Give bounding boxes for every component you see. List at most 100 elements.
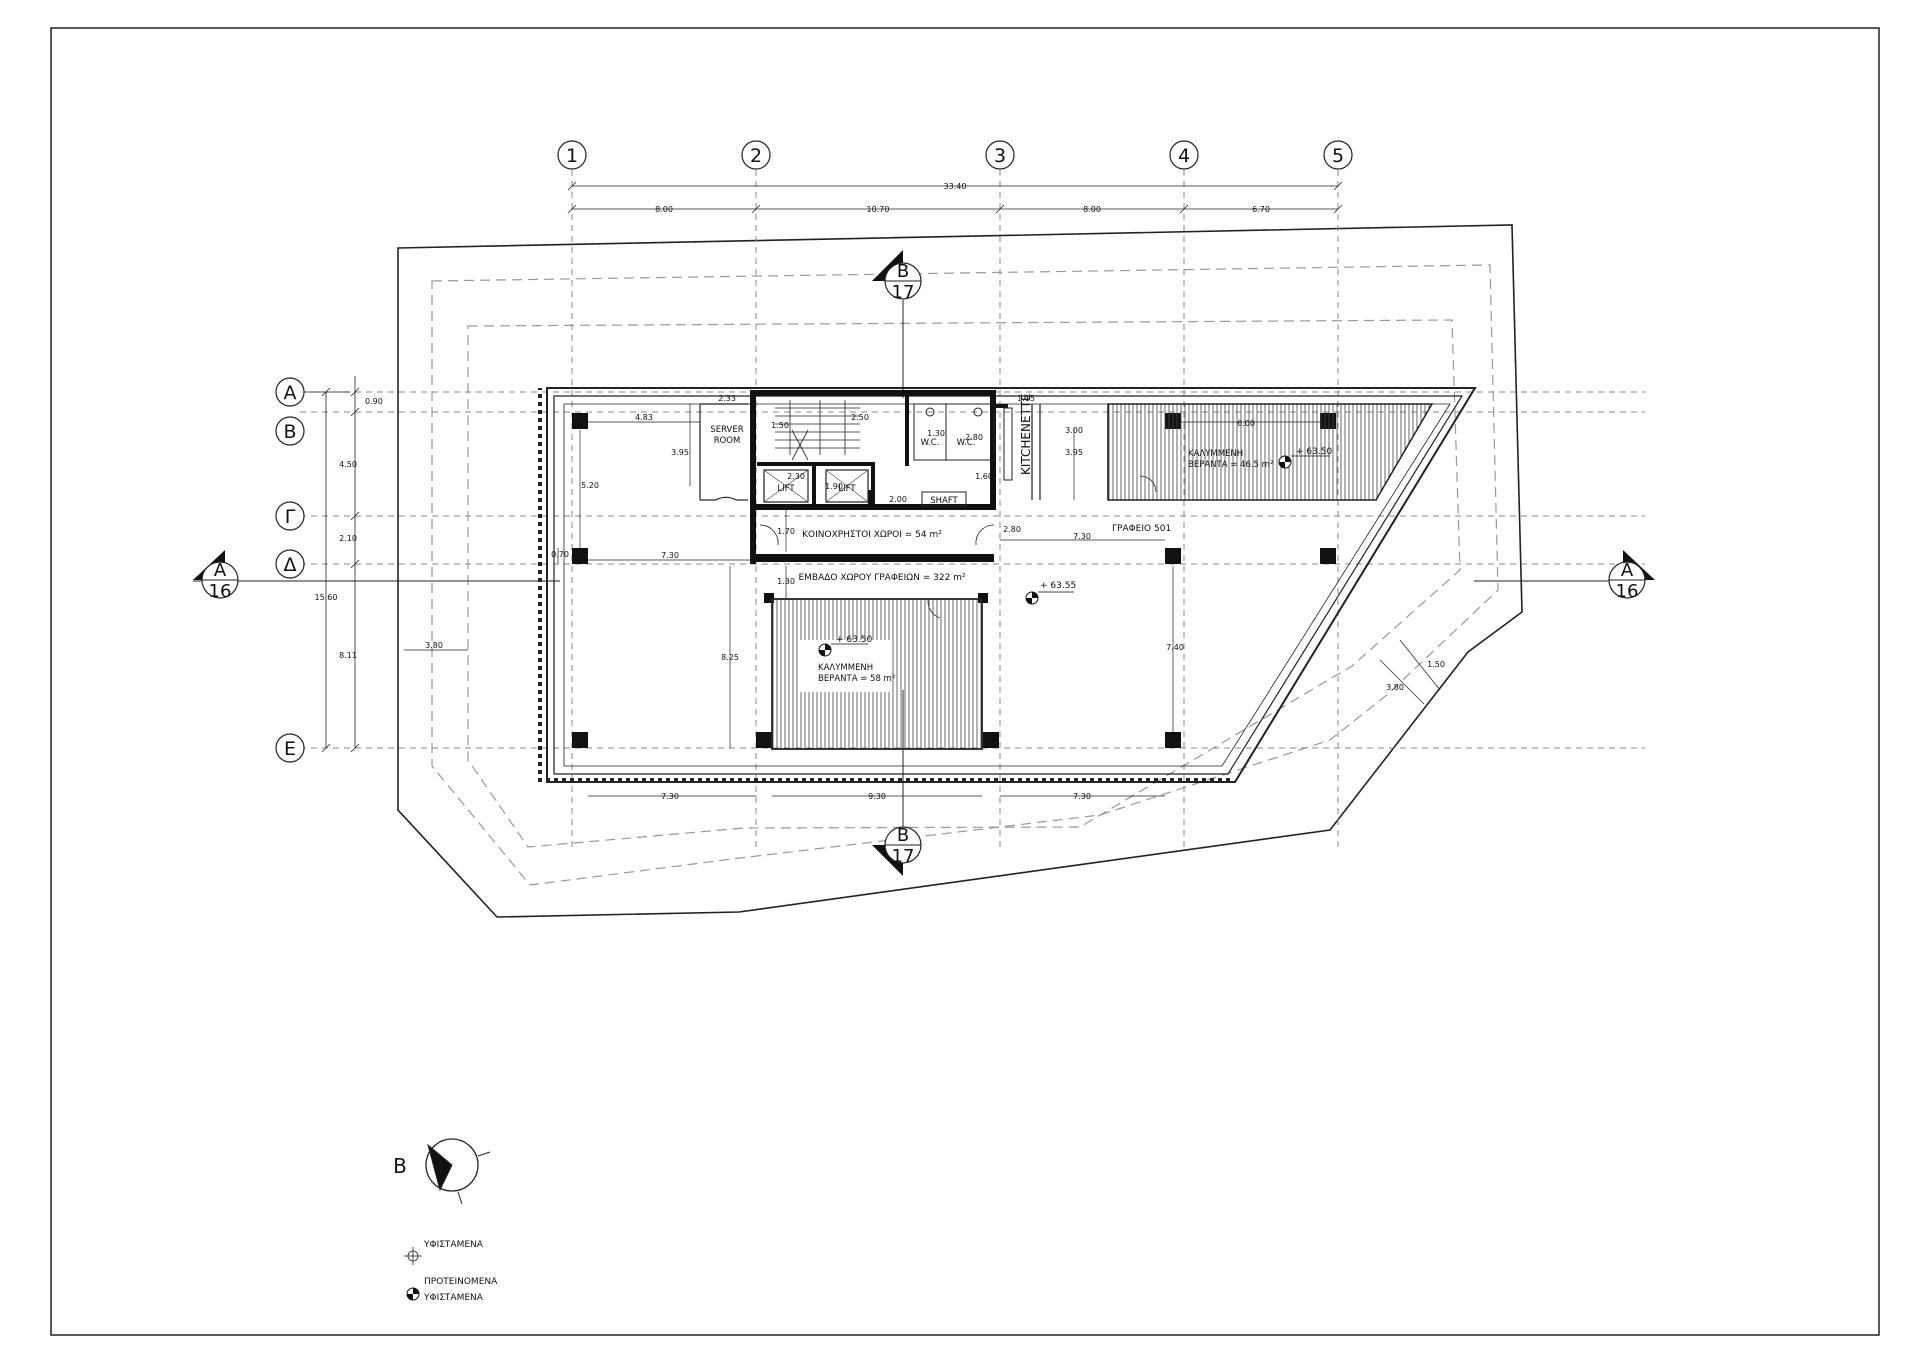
dim-395b: 3.95 [1065,448,1083,457]
server-room-walls [699,403,1109,501]
grid-col-2: 2 [750,145,762,167]
dim-170: 1.70 [777,527,795,536]
site-outline [397,224,1523,918]
level-office-text: + 63.55 [1040,581,1076,591]
dim-930: 9.30 [868,792,886,801]
dim-200: 2.00 [889,495,907,504]
grid-row-markers: Α Β Γ Δ Ε [275,377,305,763]
dim-overall-depth: 15.60 [315,593,338,602]
dim-740: 7.40 [1166,643,1184,652]
legend-proposed-symbol [406,1287,420,1301]
dim-395a: 3.95 [671,448,689,457]
office-501-label: ΓΡΑΦΕΙΟ 501 [1112,524,1171,534]
veranda-east-title: ΚΑΛΥΜΜΕΝΗ [1188,449,1243,459]
dim-730c: 7.30 [661,792,679,801]
dim-730d: 7.30 [1073,792,1091,801]
grid-row-e: Ε [284,738,296,760]
dim-150: 1.50 [1427,660,1445,669]
core-walls [750,390,1008,564]
sheet-border [50,27,1880,1336]
veranda-east-hatch [1107,403,1434,501]
dim-380b: 3.80 [1386,683,1404,692]
dim-col-2-3: 10.70 [867,205,890,214]
server-room-label-1: SERVER [710,425,743,435]
level-marker-center [818,643,868,657]
section-marker-a-right: Α 16 [1474,550,1655,602]
dim-483: 4.83 [635,413,653,422]
dim-070: 0.70 [551,550,569,559]
section-marker-b-top: Β 17 [872,250,922,398]
svg-text:Α: Α [214,560,227,581]
office-area-label: ΕΜΒΑΔΟ ΧΩΡΟΥ ΓΡΑΦΕΙΩΝ = 322 m² [798,573,965,583]
legend-existing-text: ΥΦΙΣΤΑΜΕΝΑ [423,1240,484,1250]
north-arrow [425,1138,491,1205]
shaft-label: SHAFT [930,496,958,506]
svg-text:Β: Β [897,825,909,846]
level-marker-east [1278,455,1330,469]
dim-730b: 7.30 [1073,532,1091,541]
veranda-center-title: ΚΑΛΥΜΜΕΝΗ [818,663,873,673]
kitchenette-label: KITCHENETTE [1019,393,1033,475]
legend-proposed-text-1: ΠΡΟΤΕΙΝΟΜΕΝΑ [424,1277,498,1287]
grid-row-a: Α [284,382,297,404]
dim-row-b-g: 4.50 [339,460,357,469]
dim-280b: 2.80 [965,433,983,442]
dim-160: 1.60 [975,472,993,481]
top-dimension-chain [567,181,1343,214]
svg-text:17: 17 [892,282,915,303]
svg-text:Β: Β [897,261,909,282]
svg-text:16: 16 [1616,581,1639,602]
svg-text:Α: Α [1621,560,1634,581]
dim-150b: 1.50 [771,421,789,430]
grid-col-5: 5 [1332,145,1344,167]
dim-col-1-2: 8.00 [655,205,673,214]
grid-col-4: 4 [1178,145,1190,167]
lift-shafts [763,469,869,503]
veranda-east-area: ΒΕΡΑΝΤΑ = 46.5 m² [1188,460,1273,470]
dim-row-d-e: 8.11 [339,651,357,660]
svg-text:16: 16 [209,581,232,602]
dim-825: 8.25 [721,653,739,662]
stair-treads [775,400,860,461]
dim-115: 1.15 [1017,394,1035,403]
lift-1-label: LIFT [777,484,795,494]
veranda-center-area: ΒΕΡΑΝΤΑ = 58 m² [818,674,895,684]
north-letter: Β [393,1154,407,1178]
level-marker-office [1025,591,1074,605]
dim-130a: 1.30 [777,577,795,586]
grid-col-1: 1 [566,145,578,167]
legend-existing-symbol [404,1247,422,1265]
dim-250: 2.50 [851,413,869,422]
level-center-text: + 63.50 [836,635,872,645]
dim-600: 6.00 [1237,419,1255,428]
interior-dimension-lines [404,404,1441,797]
wc-1-label: W.C. [921,438,940,448]
grid-column-markers: 1 2 3 4 5 [557,140,1353,170]
veranda-center-label-bg [798,640,890,692]
dim-300: 3.00 [1065,426,1083,435]
dim-col-4-5: 6.70 [1252,205,1270,214]
dim-520: 5.20 [581,481,599,490]
dim-row-a-b: 0.90 [365,397,383,406]
dim-280: 2.80 [1003,525,1021,534]
server-room-label-2: ROOM [714,436,741,446]
svg-text:17: 17 [892,846,915,867]
lift-2-label: LIFT [838,484,856,494]
common-areas-label: ΚΟΙΝΟΧΡΗΣΤΟΙ ΧΩΡΟΙ = 54 m² [802,530,942,540]
grid-row-b: Β [283,421,296,443]
dim-380a: 3.80 [425,641,443,650]
grid-col-3: 3 [994,145,1006,167]
common-area-doors [759,475,1157,619]
left-dimension-chain [304,376,360,753]
level-east-text: + 63.50 [1296,447,1332,457]
dim-col-3-4: 8.00 [1083,205,1101,214]
dim-130b: 1.30 [927,429,945,438]
dim-overall-width: 33.40 [944,182,967,191]
dim-230: 2.30 [787,472,805,481]
kitchenette-counter [1003,407,1013,481]
dim-730a: 7.30 [661,551,679,560]
wc-fixtures [913,403,995,461]
dim-233: 2.33 [718,394,736,403]
section-marker-a-left: Α 16 [193,550,560,602]
